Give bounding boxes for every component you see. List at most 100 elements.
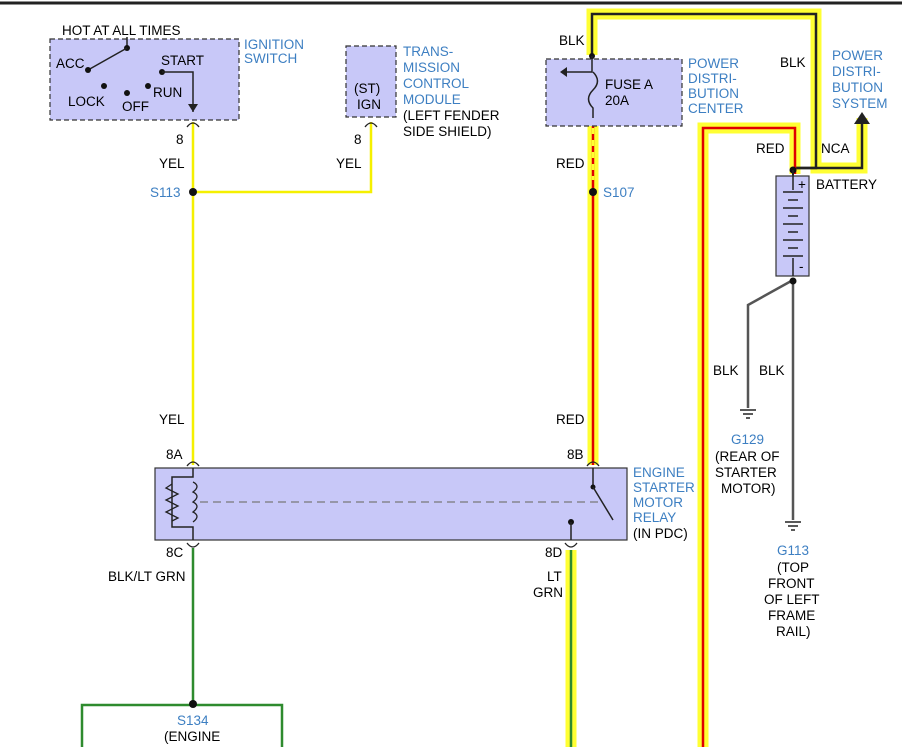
ignition-contact-acc xyxy=(85,67,91,73)
tcm-name-4: MODULE xyxy=(403,92,461,107)
battery-name: BATTERY xyxy=(816,177,877,192)
ground-g113-loc-4: FRAME xyxy=(768,608,815,623)
pdc-wire-blk: BLK xyxy=(559,33,585,48)
ground-g129-label: G129 xyxy=(731,432,764,447)
power-dist-system-4: SYSTEM xyxy=(832,96,888,111)
ignition-contact-off xyxy=(124,90,130,96)
battery-negative-dot xyxy=(789,277,797,285)
tcm-st-label: (ST) xyxy=(354,81,380,96)
ignition-start-lead xyxy=(162,71,194,112)
relay-name-4: RELAY xyxy=(633,510,676,525)
ignition-run-label: RUN xyxy=(153,85,182,100)
wire-ground-g129 xyxy=(746,278,794,408)
pdc-name-2: DISTRI- xyxy=(688,71,737,86)
pdc-box xyxy=(545,58,683,127)
ground-wire-blk-2: BLK xyxy=(759,363,785,378)
relay-pin-8a: 8A xyxy=(166,447,183,462)
relay-wire-blk-lt-grn: BLK/LT GRN xyxy=(108,569,186,584)
relay-location: (IN PDC) xyxy=(633,526,688,541)
ground-g129-loc-2: STARTER xyxy=(715,465,777,480)
battery-wire-blk-top: BLK xyxy=(780,55,806,70)
tcm-name-2: MISSION xyxy=(403,60,460,75)
ignition-start-arrow xyxy=(188,104,198,112)
arrow-power-distribution-system xyxy=(854,112,870,124)
ignition-switch-name-1: IGNITION xyxy=(244,37,304,52)
ground-g113-loc-3: OF LEFT xyxy=(764,592,820,607)
ignition-connector-8 xyxy=(186,122,200,128)
relay-wire-lt-1: LT xyxy=(547,569,562,584)
ground-g113-symbol xyxy=(785,521,801,531)
ignition-lock-label: LOCK xyxy=(68,94,105,109)
relay-contact-arm xyxy=(592,486,614,521)
fuse-a-label-2: 20A xyxy=(605,93,629,108)
relay-coil-resistor xyxy=(164,483,180,522)
power-dist-system-2: DISTRI- xyxy=(832,64,881,79)
battery-minus: - xyxy=(799,259,804,274)
splice-s134-sublabel: (ENGINE xyxy=(164,729,220,744)
relay-coil-path xyxy=(171,468,194,540)
tcm-pin-8: 8 xyxy=(354,132,362,147)
relay-name-1: ENGINE xyxy=(633,465,685,480)
ground-g113-loc-1: (TOP xyxy=(777,560,809,575)
ground-g129-loc-1: (REAR OF xyxy=(715,449,780,464)
tcm-loc-2: SIDE SHIELD) xyxy=(403,124,492,139)
tcm-connector-8 xyxy=(364,122,378,128)
ground-g113-label: G113 xyxy=(777,543,809,558)
splice-s107-label: S107 xyxy=(603,185,635,200)
tcm-name-1: TRANS- xyxy=(403,44,453,59)
wire-nca xyxy=(796,124,864,170)
ignition-switch-box xyxy=(49,38,240,121)
relay-pin-8c: 8C xyxy=(166,545,184,560)
pdc-bus-arrow xyxy=(560,67,567,77)
splice-s107-dot xyxy=(589,188,597,196)
relay-wire-red: RED xyxy=(556,412,585,427)
tcm-box xyxy=(345,45,397,118)
relay-connector-8a xyxy=(186,461,200,467)
tcm-name-3: CONTROL xyxy=(403,76,469,91)
tcm-loc-1: (LEFT FENDER xyxy=(403,108,500,123)
splice-s113-label: S113 xyxy=(150,185,181,200)
ignition-acc-label: ACC xyxy=(56,56,85,71)
relay-pin-8d: 8D xyxy=(545,545,563,560)
wire-yel-tcm xyxy=(193,122,373,194)
ignition-off-label: OFF xyxy=(122,99,149,114)
ignition-pin-8: 8 xyxy=(176,132,184,147)
ignition-contact-run xyxy=(145,83,151,89)
pdc-name-4: CENTER xyxy=(688,101,744,116)
relay-coil-winding xyxy=(191,481,198,523)
ground-g113-loc-2: FRONT xyxy=(768,576,815,591)
wire-s134-branch xyxy=(80,703,284,747)
ground-wire-blk-1: BLK xyxy=(713,363,739,378)
relay-wire-grn-2: GRN xyxy=(533,585,563,600)
relay-connector-8b xyxy=(586,461,600,467)
splice-s113-dot xyxy=(189,188,197,196)
relay-box xyxy=(154,467,628,541)
ignition-start-label: START xyxy=(161,53,204,68)
battery-plus: + xyxy=(798,177,806,192)
ground-g129-symbol xyxy=(740,409,756,419)
relay-wire-yel: YEL xyxy=(159,412,185,427)
battery-cells-symbol xyxy=(783,176,803,276)
relay-connector-8d xyxy=(564,542,578,548)
fuse-a-label-1: FUSE A xyxy=(605,77,653,92)
battery-wire-red: RED xyxy=(756,141,785,156)
pdc-bus-line xyxy=(567,56,593,73)
splice-s134-dot xyxy=(189,700,197,708)
ignition-wire-yel: YEL xyxy=(159,156,185,171)
pdc-wire-red: RED xyxy=(556,156,585,171)
ignition-switch-arm xyxy=(87,47,128,71)
wire-red-battery xyxy=(701,126,797,747)
splice-s134-label: S134 xyxy=(177,713,209,728)
power-dist-system-1: POWER xyxy=(832,48,883,63)
ground-g129-loc-3: MOTOR) xyxy=(721,481,776,496)
tcm-ign-label: IGN xyxy=(357,97,381,112)
ignition-switch-name-2: SWITCH xyxy=(244,51,297,66)
ignition-contact-lock xyxy=(101,83,107,89)
relay-pin-8b: 8B xyxy=(567,447,584,462)
pdc-name-1: POWER xyxy=(688,56,739,71)
ground-g113-loc-5: RAIL) xyxy=(776,624,811,639)
fuse-a-symbol xyxy=(587,71,599,118)
power-dist-system-3: BUTION xyxy=(832,80,883,95)
pdc-name-3: BUTION xyxy=(688,86,739,101)
